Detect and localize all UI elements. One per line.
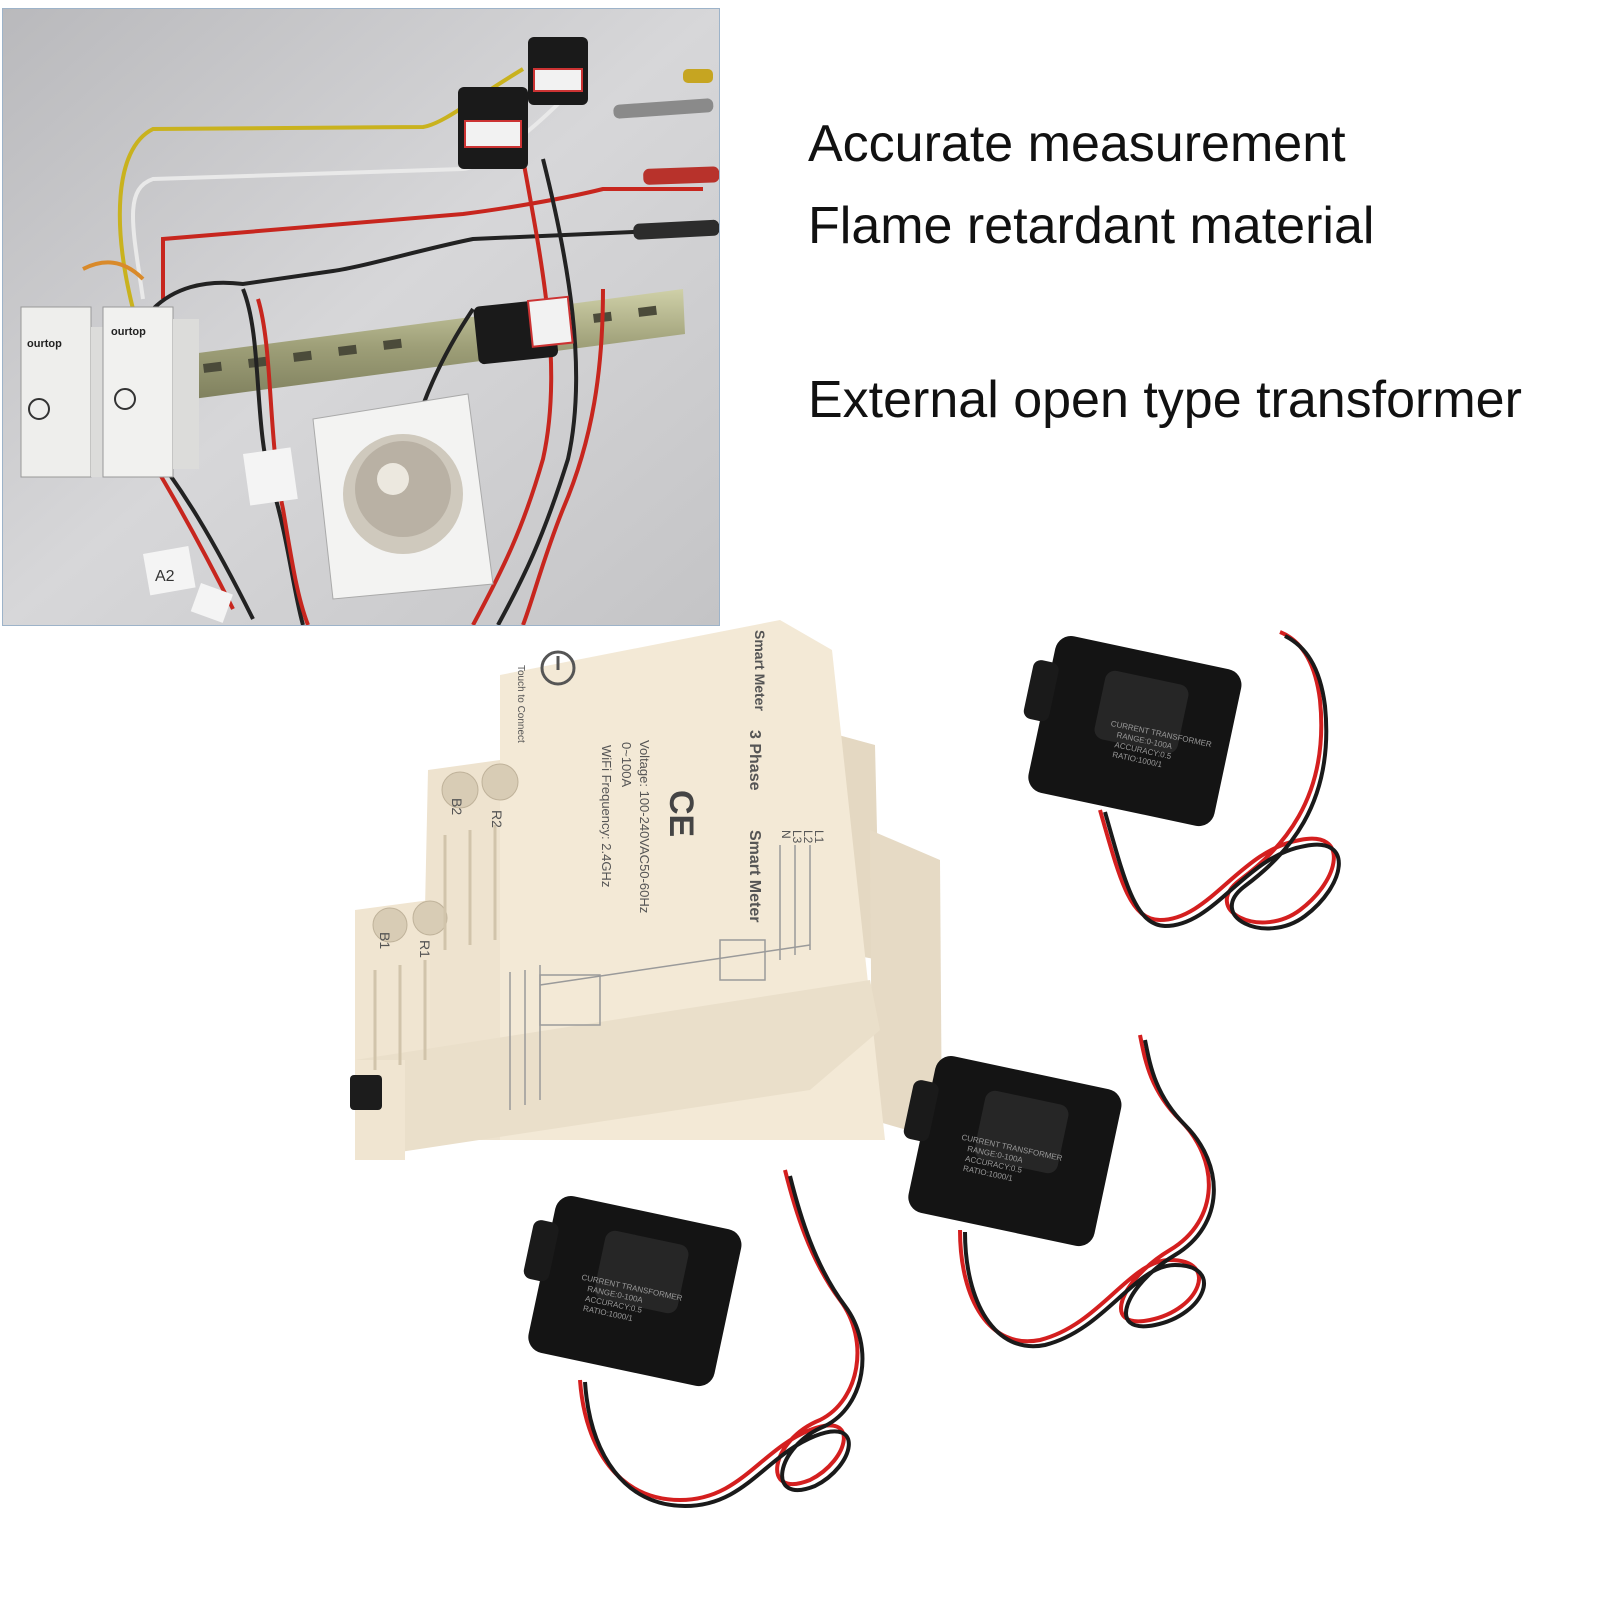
photo-tags: A2 bbox=[143, 447, 298, 623]
current-transformer-2: CURRENT TRANSFORMER RANGE:0-100A ACCURAC… bbox=[903, 1056, 1122, 1247]
terminal-l2: L2 bbox=[801, 830, 815, 844]
current-transformer-3: CURRENT TRANSFORMER RANGE:0-100A ACCURAC… bbox=[523, 1196, 742, 1387]
ct2-leads bbox=[958, 1034, 1216, 1349]
voltage-spec: Voltage: 100-240VAC50-60Hz bbox=[637, 740, 652, 913]
test-probes bbox=[613, 69, 719, 240]
installation-photo: ourtop ourtop A2 bbox=[2, 8, 720, 626]
photo-meters: ourtop ourtop bbox=[20, 306, 199, 478]
smart-meter-label: Smart Meter bbox=[746, 830, 763, 922]
current-transformer-1: CURRENT TRANSFORMER RANGE:0-100A ACCURAC… bbox=[1023, 636, 1242, 827]
ct3-leads bbox=[578, 1169, 865, 1509]
phase-label: 3 Phase bbox=[746, 730, 763, 791]
photo-tag-label: A2 bbox=[155, 568, 175, 585]
feature-flame-retardant: Flame retardant material bbox=[808, 197, 1375, 255]
ct1-leads bbox=[1098, 630, 1341, 931]
terminal-n: N bbox=[779, 830, 793, 839]
terminal-b1: B1 bbox=[377, 932, 393, 949]
wiring-diagram bbox=[509, 845, 811, 1110]
product-image: CE Smart Meter 3 Phase Smart Meter Volta… bbox=[340, 620, 1480, 1580]
ce-mark: CE bbox=[662, 790, 700, 837]
terminal-l3: L3 bbox=[790, 830, 804, 844]
current-range-spec: 0~100A bbox=[619, 742, 634, 788]
touch-label: Touch to Connect bbox=[515, 665, 526, 743]
photo-lamp-fixture bbox=[312, 393, 494, 600]
feature-accurate-measurement: Accurate measurement bbox=[808, 115, 1346, 173]
photo-brand-1: ourtop bbox=[27, 338, 62, 350]
terminal-r2: R2 bbox=[489, 810, 505, 828]
terminal-l1: L1 bbox=[812, 830, 826, 844]
meter-brand-label: Smart Meter bbox=[752, 630, 768, 711]
photo-brand-2: ourtop bbox=[111, 326, 146, 338]
feature-open-type-transformer: External open type transformer bbox=[808, 371, 1522, 429]
smart-meter: CE Smart Meter 3 Phase Smart Meter Volta… bbox=[350, 620, 942, 1160]
wifi-spec: WiFi Frequency: 2.4GHz bbox=[599, 745, 614, 887]
terminal-b2: B2 bbox=[449, 798, 465, 815]
terminal-r1: R1 bbox=[417, 940, 433, 958]
photo-ct-clamps bbox=[458, 37, 588, 365]
